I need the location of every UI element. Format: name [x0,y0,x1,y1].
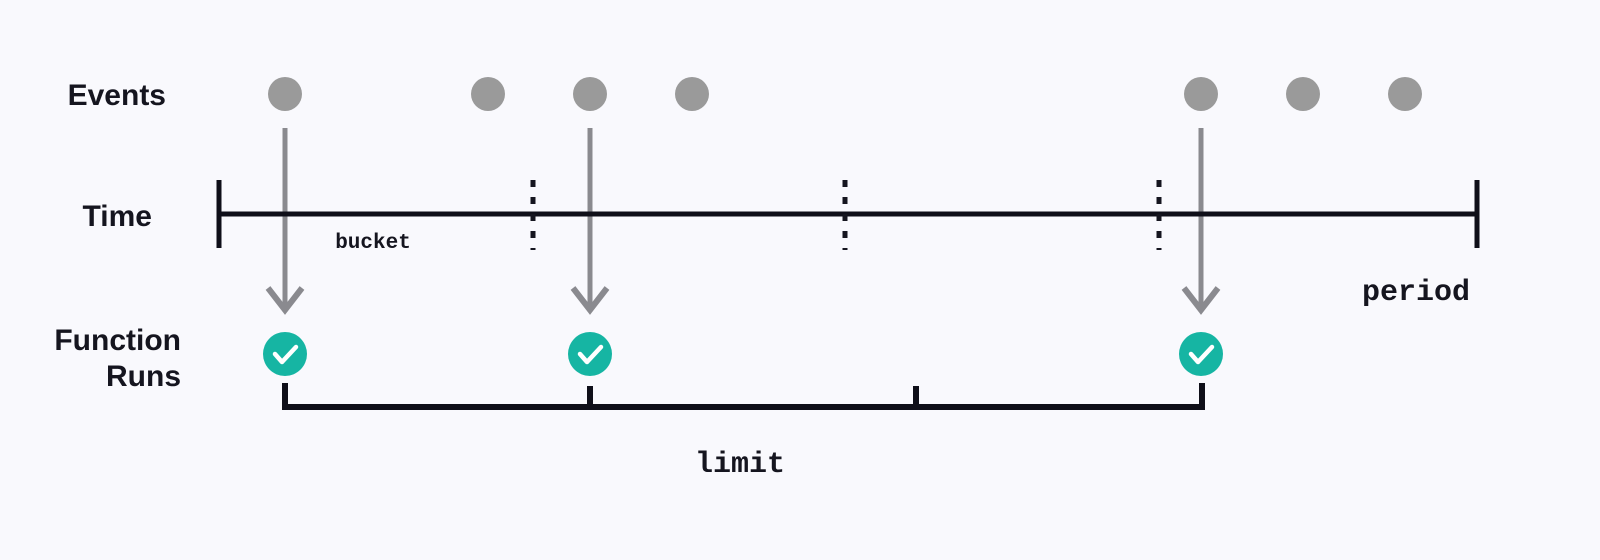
event-dot [1388,77,1422,111]
bucket-label: bucket [335,232,411,255]
event-to-run-arrow [570,128,610,315]
event-dot [675,77,709,111]
function-run-marker [1179,332,1223,376]
event-dot [1286,77,1320,111]
time-axis [216,180,1480,248]
event-to-run-arrow [1181,128,1221,315]
period-label: period [1362,276,1470,310]
event-dot [1184,77,1218,111]
event-dot [471,77,505,111]
event-to-run-arrow [265,128,305,315]
row-label-events: Events [68,79,166,112]
row-label-function-runs-line2: Runs [106,360,181,393]
event-dot [573,77,607,111]
limit-bracket [282,383,1205,410]
function-run-marker [263,332,307,376]
row-label-function-runs-line1: Function [54,324,181,357]
limit-label: limit [695,448,785,482]
function-run-marker [568,332,612,376]
row-label-time: Time [83,200,152,233]
event-dot [268,77,302,111]
